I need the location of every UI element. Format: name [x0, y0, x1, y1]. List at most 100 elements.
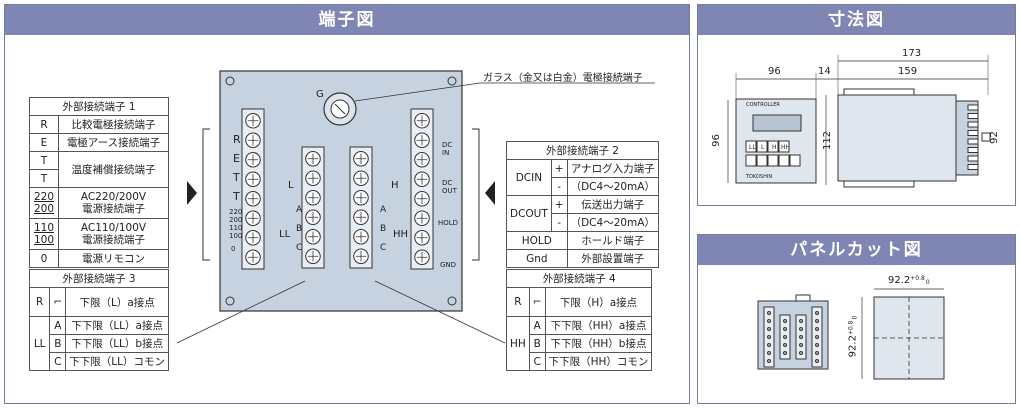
screw-slot — [355, 192, 367, 203]
terminal-diagram-title: 端子図 — [5, 5, 689, 35]
device-key — [745, 140, 757, 153]
panel-cut-h-value: 92.2 — [888, 275, 911, 286]
table1-power: 電源接続端子 — [82, 234, 145, 246]
abc-right-b: B — [380, 224, 387, 234]
screw-slot — [800, 328, 802, 330]
screw-slot — [247, 213, 259, 224]
dim-112: 112 — [822, 130, 834, 151]
table2-dcout: DCOUT — [506, 195, 552, 232]
screw-slot — [307, 173, 319, 184]
screw-slot — [416, 213, 428, 224]
rear-terminal-pin — [967, 121, 979, 128]
device-key — [778, 140, 790, 153]
device-key-h: H — [772, 144, 777, 151]
right-terminal-strip — [410, 108, 434, 270]
table4-hh: HH — [506, 316, 530, 371]
device-key-ll: LL — [749, 144, 756, 151]
dim-96-height: 96 — [710, 134, 722, 147]
screw-slot — [355, 153, 367, 164]
table4-b-v: 下下限（HH）b接点 — [544, 334, 653, 353]
table1-key: R — [29, 115, 59, 134]
screw-slot — [247, 193, 259, 204]
small-label-0: 0 — [231, 245, 236, 253]
table3-c-v: 下下限（LL）コモン — [65, 352, 169, 371]
table1-title: 外部接続端子 1 — [29, 97, 169, 116]
abc-right-a: A — [380, 205, 387, 215]
screw-slot — [416, 193, 428, 204]
dim-159: 159 — [898, 66, 918, 77]
screw-slot — [800, 352, 802, 354]
rear-terminal-pin — [967, 164, 979, 170]
screw-slot — [307, 153, 319, 164]
table1-value: 電極アース接続端子 — [58, 133, 169, 152]
screw-slot — [247, 174, 259, 185]
dim-96-width: 96 — [768, 66, 781, 77]
table2-dcout-v1: 伝送出力端子 — [566, 195, 659, 214]
panel-cut-h-dim: 92.2+0.80 — [888, 275, 930, 286]
dimension-title: 寸法図 — [698, 5, 1015, 35]
table3-a-v: 下下限（LL）a接点 — [65, 316, 169, 335]
screw-slot — [784, 352, 786, 354]
table1-value: 電源リモコン — [58, 249, 169, 268]
panel-cut-v-tol: +0.8 — [847, 320, 855, 336]
rear-terminal-pin — [967, 138, 979, 145]
screw-slot — [247, 154, 259, 165]
abc-left-c: C — [296, 243, 303, 253]
screw-slot — [416, 135, 428, 146]
table1-value: 温度補償接続端子 — [58, 151, 169, 188]
abc-left-b: B — [296, 224, 303, 234]
table4-r-v: 下限（H）a接点 — [544, 287, 653, 317]
table2-hold: HOLD — [506, 231, 568, 250]
right-label-dcin: DC IN — [442, 141, 453, 157]
panel-cut-drawing — [757, 288, 945, 380]
panel-cut-v-dim: 92.2+0.80 — [847, 316, 858, 358]
screw-slot — [768, 360, 770, 362]
screw-slot — [768, 344, 770, 346]
device-key — [789, 154, 801, 167]
h-label: H — [391, 180, 399, 191]
table4-a: A — [528, 316, 546, 335]
small-label-220: 220 — [229, 208, 243, 216]
screw-slot — [768, 336, 770, 338]
table1-ac110: AC110/100V — [80, 222, 147, 234]
table3-b: B — [49, 334, 67, 353]
table1-key-220: 220 — [33, 191, 55, 203]
table2-plus: + — [550, 159, 568, 178]
glass-electrode-callout: ガラス（金又は白金）電極接続端子 — [483, 73, 643, 84]
table1-key: T — [29, 151, 59, 170]
rear-terminal-pin — [967, 155, 979, 162]
table2-title: 外部接続端子 2 — [506, 141, 659, 160]
left-label-t1: T — [233, 171, 240, 184]
rear-terminal-pin — [967, 104, 979, 111]
left-terminal-strip — [241, 108, 265, 270]
switch-icon: ⌐ — [528, 287, 546, 317]
terminal-diagram-panel: 端子図 ガラス（金又は白金）電極接続端子 G R E T T 220 200 1… — [4, 4, 690, 404]
screw-slot — [784, 336, 786, 338]
screw-slot — [416, 252, 428, 263]
left-label-t2: T — [233, 190, 240, 203]
device-key-l: L — [761, 144, 765, 151]
table1-key-100: 100 — [33, 234, 55, 246]
screw-slot — [355, 251, 367, 262]
screw-slot — [800, 344, 802, 346]
device-key-hh: HH — [781, 144, 791, 151]
panel-cut-h-tol: +0.8 — [910, 275, 925, 282]
screw-slot — [307, 212, 319, 223]
panel-cut-v-value: 92.2 — [847, 335, 859, 358]
device-key — [778, 154, 790, 167]
screw-slot — [247, 135, 259, 146]
table2-plus: + — [550, 195, 568, 214]
table3-r: R — [28, 287, 51, 317]
screw-slot — [768, 312, 770, 314]
right-label-gnd: GND — [440, 261, 457, 269]
screw-slot — [307, 251, 319, 262]
right-label-dcout: DC OUT — [442, 179, 457, 195]
panel-cut-v-tol2: 0 — [851, 315, 859, 320]
device-label: CONTROLLER — [746, 102, 780, 108]
device-key — [745, 154, 757, 167]
screw-slot — [355, 173, 367, 184]
table2-gnd-v: 外部設置端子 — [566, 249, 659, 268]
